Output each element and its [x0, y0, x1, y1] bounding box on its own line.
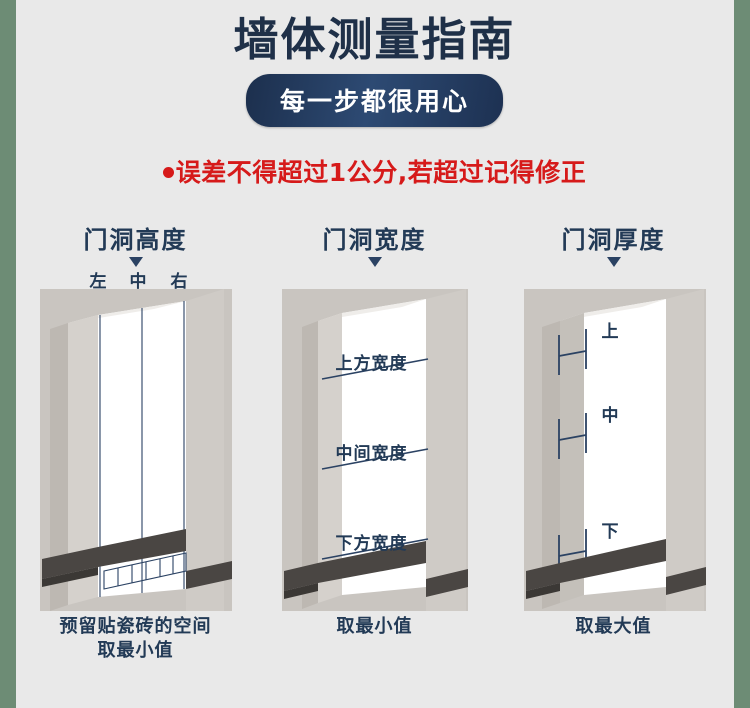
mark-right: 右: [170, 272, 189, 292]
mark-bottom-width: 下方宽度: [335, 534, 408, 554]
door-width-illustration: [281, 289, 468, 611]
mark-left: 左: [89, 272, 108, 292]
bullet-dot-icon: [162, 166, 174, 178]
warning-note: 误差不得超过1公分,若超过记得修正: [16, 153, 733, 189]
diagram-panels: 门洞高度: [16, 228, 733, 664]
triangle-down-icon: [606, 257, 621, 267]
diagram-door-height: 左 中 右: [34, 271, 238, 611]
panel-title-height: 门洞高度: [83, 226, 188, 254]
warning-note-text: 误差不得超过1公分,若超过记得修正: [175, 158, 587, 188]
mark-top: 上: [601, 322, 620, 342]
left-green-border: [0, 0, 16, 708]
caption-door-thickness: 取最大值: [575, 616, 652, 637]
mark-center: 中: [129, 272, 148, 292]
panel-door-height: 门洞高度: [16, 228, 255, 664]
mark-middle-width: 中间宽度: [335, 444, 408, 464]
panel-title-thickness: 门洞厚度: [561, 226, 666, 254]
right-green-border: [734, 0, 750, 708]
caption-door-width: 取最小值: [336, 616, 413, 637]
triangle-down-icon: [128, 257, 143, 267]
mark-middle: 中: [601, 406, 620, 426]
mark-top-width: 上方宽度: [335, 354, 408, 374]
door-height-illustration: [39, 289, 232, 611]
panel-door-width: 门洞宽度: [255, 228, 494, 664]
triangle-down-icon: [367, 257, 382, 267]
page-title: 墙体测量指南: [233, 13, 516, 66]
door-thickness-illustration: [523, 289, 706, 611]
content-area: 墙体测量指南 每一步都很用心 误差不得超过1公分,若超过记得修正 门洞高度: [16, 0, 733, 708]
subtitle-pill-wrap: 每一步都很用心: [16, 74, 733, 128]
diagram-door-width: 上方宽度 中间宽度 下方宽度: [280, 271, 470, 611]
caption-door-height: 预留贴瓷砖的空间 取最小值: [59, 616, 212, 662]
diagram-door-thickness: 上 中 下: [516, 271, 712, 611]
panel-title-width: 门洞宽度: [322, 226, 427, 254]
subtitle-pill: 每一步都很用心: [245, 74, 503, 128]
mark-bottom: 下: [601, 522, 620, 542]
panel-door-thickness: 门洞厚度: [494, 228, 733, 664]
